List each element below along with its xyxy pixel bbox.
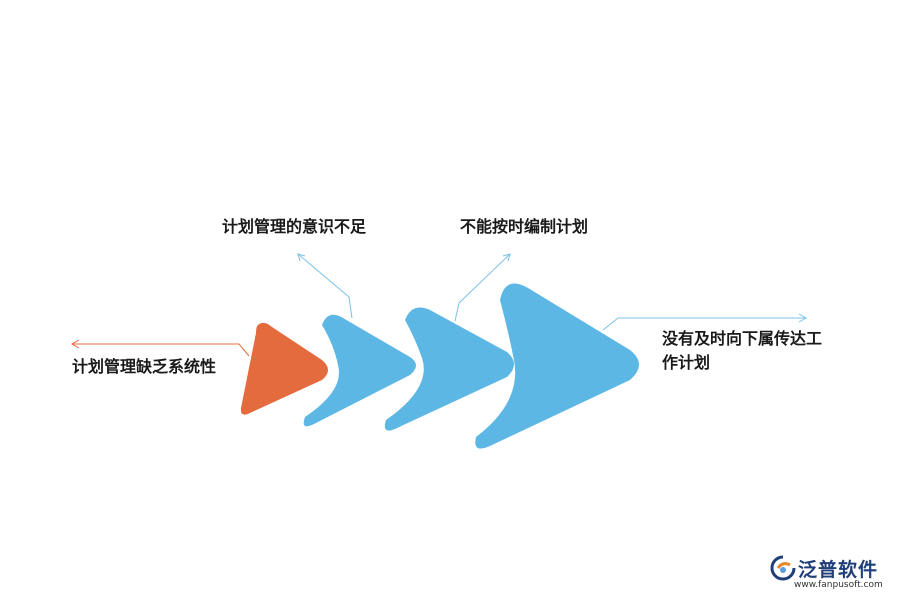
leader-line-top-first bbox=[297, 253, 353, 319]
leader-line-left bbox=[70, 339, 250, 357]
leader-line-top-second bbox=[454, 253, 511, 322]
fanpu-logo-icon bbox=[770, 555, 796, 581]
label-not-communicated: 没有及时向下属传达工作计划 bbox=[662, 329, 823, 372]
watermark-logo: 泛普软件 www.fanpusoft.com bbox=[770, 555, 895, 595]
blue-chevron-3 bbox=[475, 283, 639, 449]
brand-name: 泛普软件 bbox=[798, 559, 879, 581]
brand-url: www.fanpusoft.com bbox=[794, 580, 883, 590]
label-awareness-lacking: 计划管理的意识不足 bbox=[222, 217, 367, 236]
blue-chevron-2 bbox=[384, 307, 514, 431]
blue-chevron-1 bbox=[303, 314, 416, 427]
orange-triangle-shape bbox=[240, 322, 328, 415]
label-not-on-time: 不能按时编制计划 bbox=[460, 217, 589, 236]
label-lack-of-system: 计划管理缺乏系统性 bbox=[72, 357, 217, 376]
leader-line-right bbox=[602, 313, 808, 331]
